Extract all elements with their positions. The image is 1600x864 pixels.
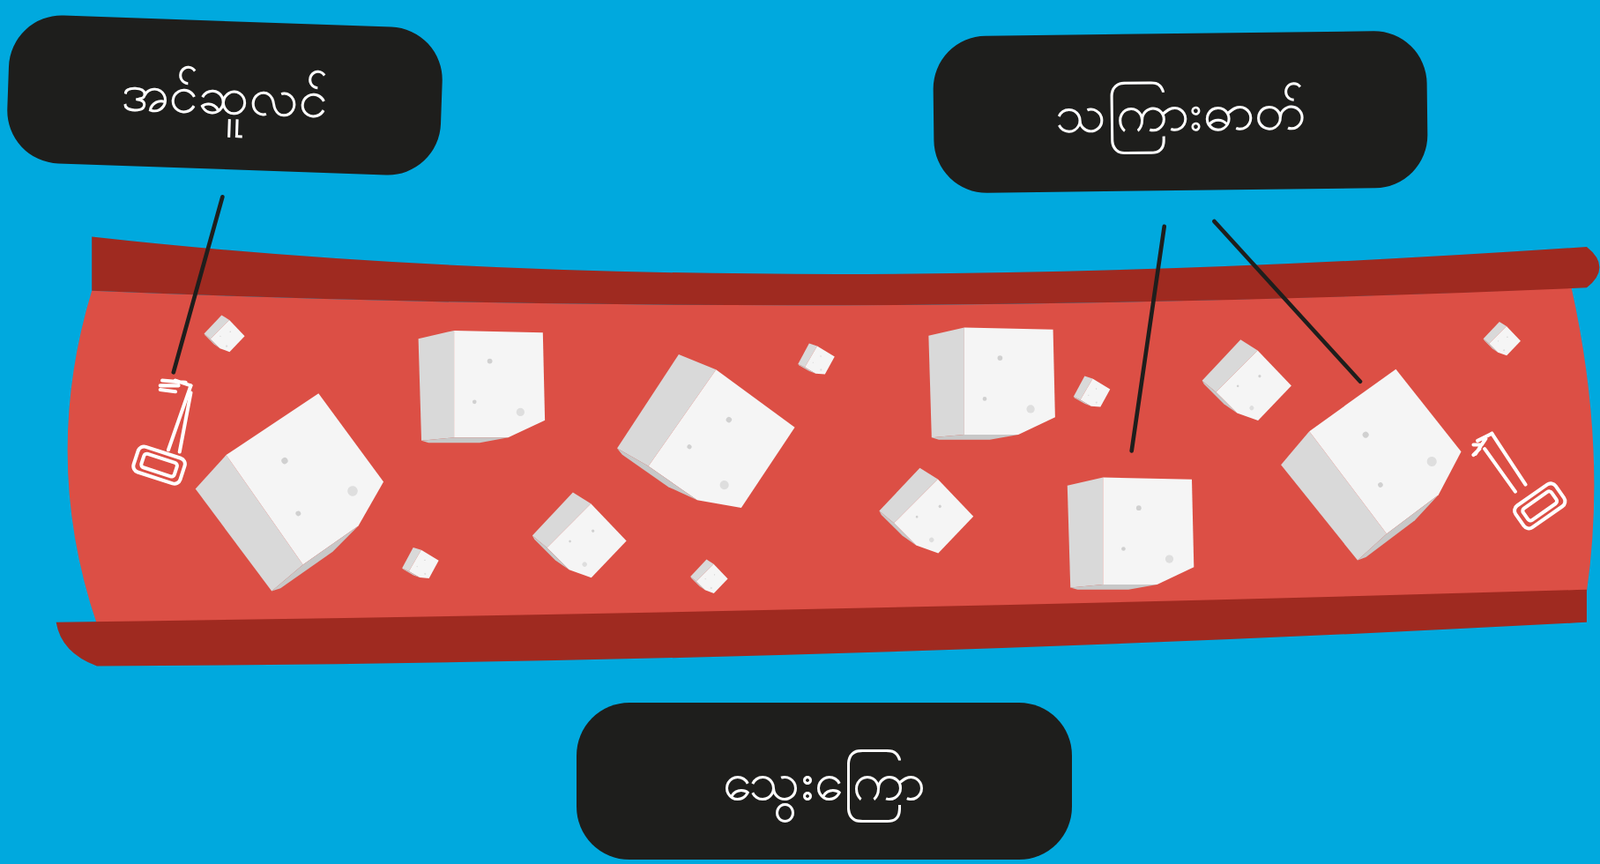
sugar-cubes [189, 313, 1522, 597]
vessel-wall-top [91, 236, 1600, 306]
label-text: သကြားဓာတ် [1054, 75, 1307, 148]
label-box: သွေးကြော [576, 702, 1072, 860]
vessel-lumen [67, 287, 1595, 625]
label-box: အင်ဆူလင် [5, 13, 445, 177]
label-text: အင်ဆူလင် [120, 57, 330, 134]
leader-lines [173, 196, 1361, 451]
insulin-key-right [1473, 433, 1568, 531]
insulin-key-left [132, 380, 192, 486]
label-text: သွေးကြော [722, 746, 926, 816]
label-box: သကြားဓာတ် [932, 30, 1429, 194]
vessel-wall-bottom [56, 589, 1587, 667]
